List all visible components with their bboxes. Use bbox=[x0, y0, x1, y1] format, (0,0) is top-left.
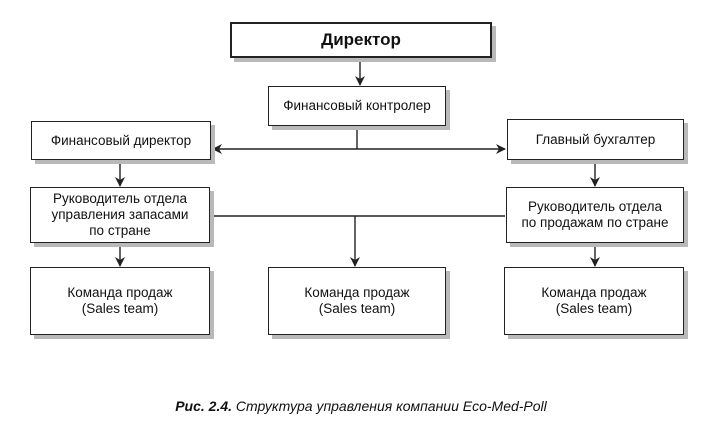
figure-caption-label: Рис. 2.4. bbox=[175, 398, 233, 414]
figure-caption: Рис. 2.4. Структура управления компании … bbox=[0, 398, 722, 414]
node-label-line: Руководитель отдела bbox=[528, 199, 662, 214]
node-financial-director: Финансовый директор bbox=[31, 121, 211, 160]
node-label-line: (Sales team) bbox=[318, 301, 396, 316]
node-label-line: Команда продаж bbox=[541, 285, 647, 300]
node-sales-team-left: Команда продаж(Sales team) bbox=[30, 267, 210, 335]
node-label-line: (Sales team) bbox=[81, 301, 159, 316]
node-label-line: Директор bbox=[321, 30, 401, 49]
node-label-line: Главный бухгалтер bbox=[535, 131, 656, 147]
node-label-line: (Sales team) bbox=[555, 301, 633, 316]
node-director: Директор bbox=[230, 22, 492, 58]
node-label-line: управления запасами bbox=[51, 207, 189, 222]
figure-caption-text: Структура управления компании Eco-Med-Po… bbox=[235, 398, 547, 414]
node-label-line: по стране bbox=[89, 223, 151, 238]
node-label-line: Финансовый контролер bbox=[283, 98, 431, 113]
node-sales-team-right: Команда продаж(Sales team) bbox=[504, 267, 684, 335]
node-label-line: Финансовый директор bbox=[50, 132, 192, 148]
node-label-line: Команда продаж bbox=[67, 285, 173, 300]
node-label-line: по продажам по стране bbox=[521, 215, 669, 230]
org-chart-connectors bbox=[115, 58, 600, 267]
node-label-line: Команда продаж bbox=[304, 285, 410, 300]
node-chief-accountant: Главный бухгалтер bbox=[507, 119, 684, 160]
node-label-line: Руководитель отдела bbox=[53, 191, 187, 206]
node-sales-team-center: Команда продаж(Sales team) bbox=[268, 267, 446, 335]
node-financial-controller: Финансовый контролер bbox=[268, 86, 446, 126]
